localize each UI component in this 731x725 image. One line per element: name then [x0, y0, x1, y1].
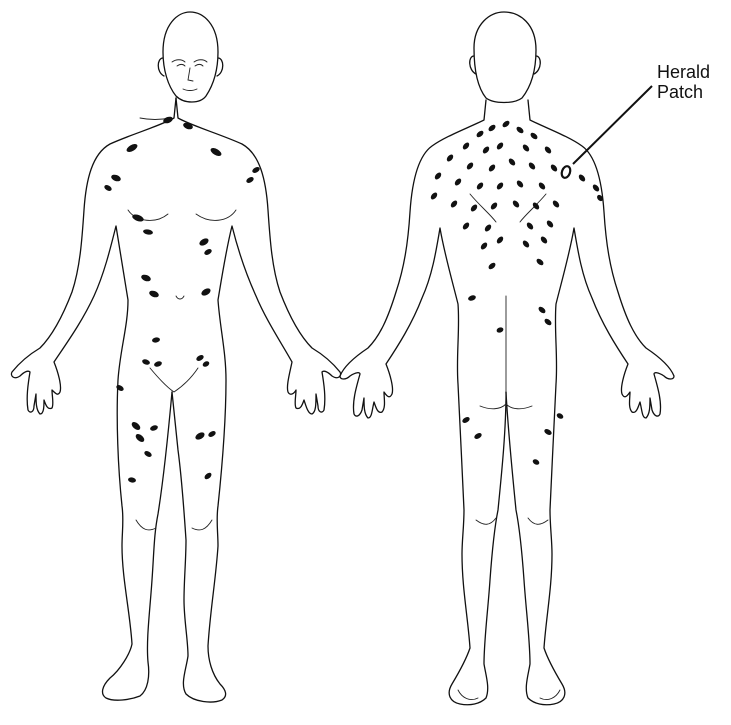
front-lesions [103, 115, 260, 483]
front-body-figure [11, 12, 340, 702]
herald-patch-label: Herald Patch [657, 62, 710, 102]
herald-label-line2: Patch [657, 82, 710, 102]
back-body-figure [340, 12, 674, 705]
herald-patch-pointer-line [573, 86, 652, 164]
front-head [163, 12, 218, 102]
front-body-outline [11, 98, 176, 700]
herald-label-line1: Herald [657, 62, 710, 82]
herald-patch-marker [560, 165, 572, 179]
back-head [474, 12, 536, 103]
back-body-outline [340, 100, 506, 705]
